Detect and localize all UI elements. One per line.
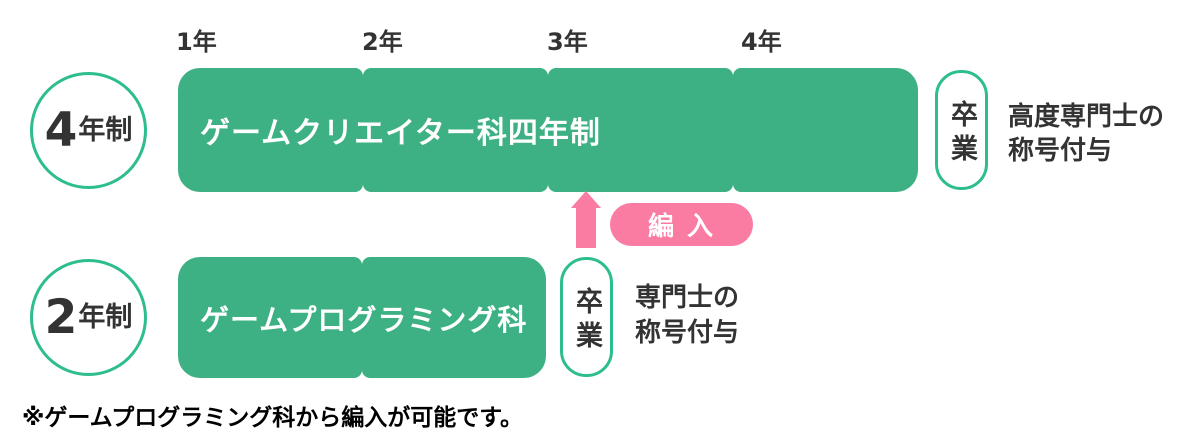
outcome-text-2year: 専門士の 称号付与	[635, 281, 739, 351]
arrow-shaft	[576, 206, 596, 248]
note-text: ※ゲームプログラミング科から編入が可能です。	[22, 405, 523, 431]
bar-segment-year2	[363, 68, 548, 192]
course-name-4year: ゲームクリエイター科四年制	[200, 116, 601, 151]
bar-segment-year1	[178, 68, 363, 192]
outcome-text-4year: 高度専門士の 称号付与	[1008, 100, 1164, 168]
course-name-2year: ゲームプログラミング科	[200, 302, 528, 337]
transfer-badge: 編 入	[610, 203, 753, 246]
graduation-label-4year: 卒業	[946, 99, 977, 168]
duration-number: 4	[44, 103, 78, 158]
year-label-2: 2年	[362, 28, 403, 56]
bar-segment-year2	[362, 257, 546, 378]
graduation-label-2year: 卒業	[571, 286, 602, 355]
course-bar-4year: ゲームクリエイター科四年制	[178, 68, 918, 192]
outcome-line1-2year: 専門士の	[635, 283, 740, 313]
duration-suffix: 年制	[78, 115, 133, 146]
transfer-arrow-icon	[571, 191, 601, 257]
year-label-4: 4年	[741, 28, 782, 56]
arrow-head	[571, 191, 601, 208]
year-label-3: 3年	[547, 28, 588, 56]
bar-segment-year1	[178, 257, 362, 378]
bar-segment-year4	[733, 68, 918, 192]
duration-badge-2year: 2 年制	[30, 259, 147, 376]
duration-suffix: 年制	[78, 302, 133, 333]
outcome-line1-4year: 高度専門士の	[1008, 102, 1165, 132]
duration-number: 2	[44, 290, 78, 345]
duration-badge-2year-text: 2 年制	[45, 262, 133, 373]
bar-segment-year3	[548, 68, 733, 192]
outcome-line2-4year: 称号付与	[1008, 136, 1113, 166]
course-bar-2year: ゲームプログラミング科	[178, 257, 546, 378]
year-label-1: 1年	[176, 28, 217, 56]
duration-badge-4year-text: 4 年制	[45, 75, 133, 186]
graduation-pill-2year: 卒業	[560, 257, 613, 377]
outcome-line2-2year: 称号付与	[635, 318, 740, 348]
duration-badge-4year: 4 年制	[30, 72, 147, 189]
graduation-pill-4year: 卒業	[935, 70, 988, 190]
